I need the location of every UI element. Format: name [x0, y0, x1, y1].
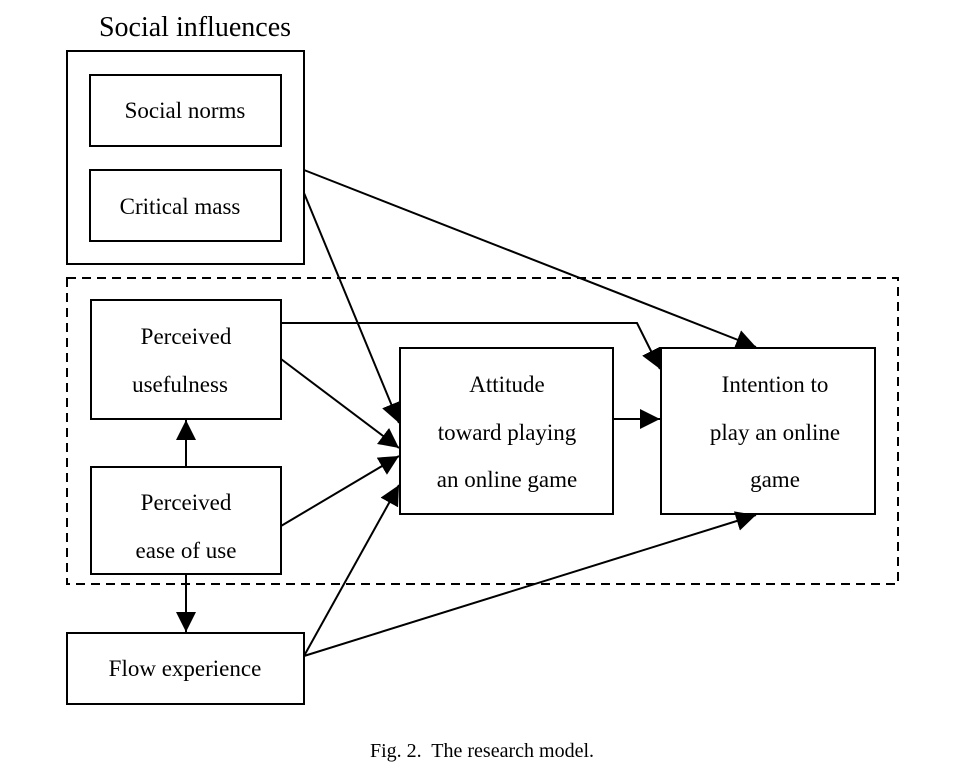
node-social-norms	[89, 74, 282, 147]
node-perceived-usefulness	[90, 299, 282, 420]
edge-social-influences-to-intention	[303, 169, 757, 350]
perceived-ease-of-use-label-2: ease of use	[136, 538, 237, 563]
flow-experience-label: Flow experience	[109, 656, 262, 681]
figure-caption: Fig. 2. The research model.	[370, 740, 594, 762]
perceived-usefulness-label-1: Perceived	[141, 324, 232, 349]
attitude-label-2: toward playing	[438, 420, 577, 445]
edge-flow-to-intention	[303, 511, 757, 657]
intention-label-1: Intention to	[722, 372, 829, 397]
social-influences-title: Social influences	[99, 12, 291, 43]
intention-label-3: game	[750, 467, 800, 492]
attitude-label-1: Attitude	[469, 372, 544, 397]
edge-ease-of-use-to-attitude	[280, 455, 400, 527]
edge-social-influences-to-attitude	[303, 192, 401, 424]
node-intention	[660, 347, 876, 515]
node-attitude	[399, 347, 614, 515]
edge-usefulness-to-attitude	[280, 358, 400, 449]
node-critical-mass	[89, 169, 282, 242]
intention-label-2: play an online	[710, 420, 840, 445]
attitude-label-3: an online game	[437, 467, 578, 492]
social-norms-label: Social norms	[125, 98, 246, 123]
edge-flow-to-attitude	[303, 484, 400, 657]
node-flow-experience	[66, 632, 305, 705]
tam-boundary	[66, 277, 899, 585]
perceived-ease-of-use-label-1: Perceived	[141, 490, 232, 515]
edge-usefulness-to-intention	[281, 322, 661, 370]
critical-mass-label: Critical mass	[120, 194, 241, 219]
node-perceived-ease-of-use	[90, 466, 282, 575]
perceived-usefulness-label-2: usefulness	[132, 372, 228, 397]
